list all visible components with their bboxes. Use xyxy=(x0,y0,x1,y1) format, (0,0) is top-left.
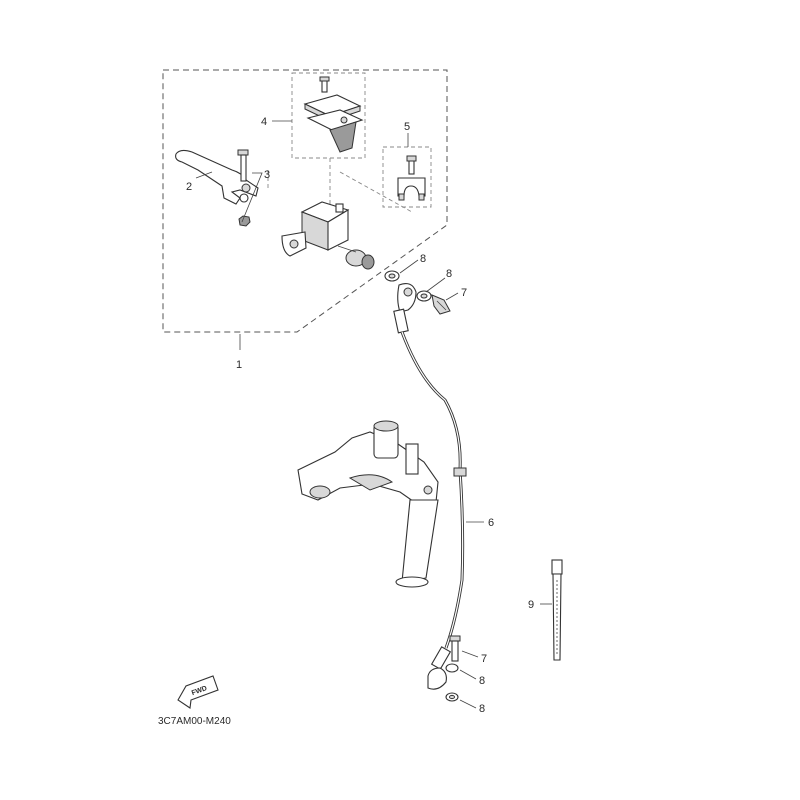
callout-8-lower-b: 8 xyxy=(479,703,485,715)
callout-7-upper: 7 xyxy=(461,287,467,299)
reservoir-cap-assembly xyxy=(303,76,364,153)
callout-3: 3 xyxy=(264,169,270,181)
diagram-code: 3C7AM00-M240 xyxy=(158,716,231,727)
upper-hose-fittings xyxy=(384,270,451,334)
callout-1: 1 xyxy=(236,359,242,371)
callout-4: 4 xyxy=(261,116,267,128)
fwd-arrow-icon: FWD xyxy=(177,675,219,709)
assembly-boundary xyxy=(162,69,448,333)
cable-tie xyxy=(551,559,563,661)
callout-5: 5 xyxy=(404,121,410,133)
callout-8-upper-a: 8 xyxy=(420,253,426,265)
callout-8-lower-a: 8 xyxy=(479,675,485,687)
callout-2: 2 xyxy=(186,181,192,193)
fork-bracket xyxy=(297,420,439,588)
callout-7-lower: 7 xyxy=(481,653,487,665)
callout-8-upper-b: 8 xyxy=(446,268,452,280)
lower-hose-fittings xyxy=(427,635,461,702)
master-cylinder-body xyxy=(281,201,375,270)
subgroup-box-5 xyxy=(382,146,432,208)
callout-9: 9 xyxy=(528,599,534,611)
clamp-holder-assembly xyxy=(397,155,426,201)
callout-leaders xyxy=(195,120,552,709)
subgroup-box-4 xyxy=(291,72,366,159)
callout-6: 6 xyxy=(488,517,494,529)
lever-pivot-hardware xyxy=(237,149,251,227)
brake-hose xyxy=(400,331,467,649)
